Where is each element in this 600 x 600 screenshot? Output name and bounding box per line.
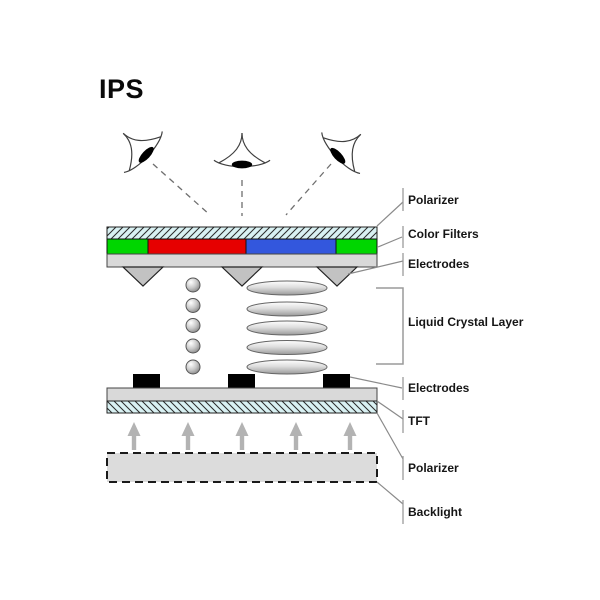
top-electrodes bbox=[121, 266, 359, 287]
top-electrode-3 bbox=[315, 266, 359, 287]
up-arrow-icon bbox=[343, 422, 357, 450]
viewer-eye-center-icon bbox=[213, 132, 271, 170]
lc-molecule-ellipse bbox=[246, 320, 328, 336]
label-polarizer-top: Polarizer bbox=[408, 193, 459, 207]
top-electrode-2 bbox=[220, 266, 264, 287]
lc-molecules-horizontal bbox=[246, 280, 328, 375]
lc-molecule-sphere bbox=[185, 298, 201, 313]
up-arrow-icon bbox=[289, 422, 303, 450]
top-polarizer-layer bbox=[106, 226, 378, 240]
leader-tft bbox=[376, 400, 404, 420]
up-arrow-icon bbox=[181, 422, 195, 450]
up-arrow-icon bbox=[127, 422, 141, 450]
sight-line-right bbox=[285, 163, 332, 216]
leader-polarizer-bottom bbox=[376, 412, 404, 460]
color-filter-blue bbox=[245, 238, 337, 255]
leader-color-filters bbox=[377, 236, 403, 248]
backlight-box bbox=[106, 452, 378, 483]
color-filter-layer bbox=[106, 238, 378, 255]
leader-lines bbox=[347, 201, 404, 505]
label-polarizer-bottom: Polarizer bbox=[408, 461, 459, 475]
diagram-title: IPS bbox=[99, 74, 145, 104]
tft-layer bbox=[106, 387, 378, 402]
viewer-eye-right-icon bbox=[315, 113, 381, 180]
bottom-polarizer-layer bbox=[106, 400, 378, 414]
sight-lines bbox=[152, 163, 332, 216]
lc-molecule-sphere bbox=[185, 359, 201, 375]
leader-electrodes-top bbox=[347, 260, 404, 275]
lc-molecule-ellipse bbox=[246, 340, 328, 355]
sight-line-left bbox=[152, 163, 211, 216]
lc-molecule-sphere bbox=[185, 338, 201, 354]
lc-molecule-ellipse bbox=[246, 359, 328, 375]
lc-molecule-sphere bbox=[185, 277, 201, 293]
color-filter-red bbox=[147, 238, 247, 255]
viewer-eye-left-icon bbox=[103, 112, 169, 179]
lc-molecules-vertical bbox=[185, 277, 201, 375]
lc-molecule-ellipse bbox=[246, 280, 328, 296]
bottom-electrode-3 bbox=[323, 374, 350, 388]
label-tft: TFT bbox=[408, 414, 430, 428]
backlight-arrows bbox=[127, 422, 357, 450]
liquid-crystal-bracket bbox=[376, 287, 404, 365]
leader-backlight bbox=[376, 481, 404, 505]
lc-molecule-sphere bbox=[185, 318, 201, 333]
bottom-electrodes bbox=[133, 374, 350, 388]
top-substrate-layer bbox=[106, 253, 378, 268]
label-backlight: Backlight bbox=[408, 505, 463, 519]
color-filter-green-2 bbox=[335, 238, 378, 255]
lc-molecule-ellipse bbox=[246, 301, 328, 317]
up-arrow-icon bbox=[235, 422, 249, 450]
bottom-electrode-1 bbox=[133, 374, 160, 388]
leader-polarizer-top bbox=[376, 201, 404, 227]
top-electrode-1 bbox=[121, 266, 165, 287]
label-electrodes-top: Electrodes bbox=[408, 257, 470, 271]
bottom-electrode-2 bbox=[228, 374, 255, 388]
leader-electrodes-bottom bbox=[349, 376, 403, 389]
label-electrodes-bottom: Electrodes bbox=[408, 381, 470, 395]
label-color-filters: Color Filters bbox=[408, 227, 479, 241]
label-liquid-crystal-layer: Liquid Crystal Layer bbox=[408, 315, 524, 329]
color-filter-green-1 bbox=[106, 238, 149, 255]
viewer-eyes bbox=[103, 112, 381, 180]
